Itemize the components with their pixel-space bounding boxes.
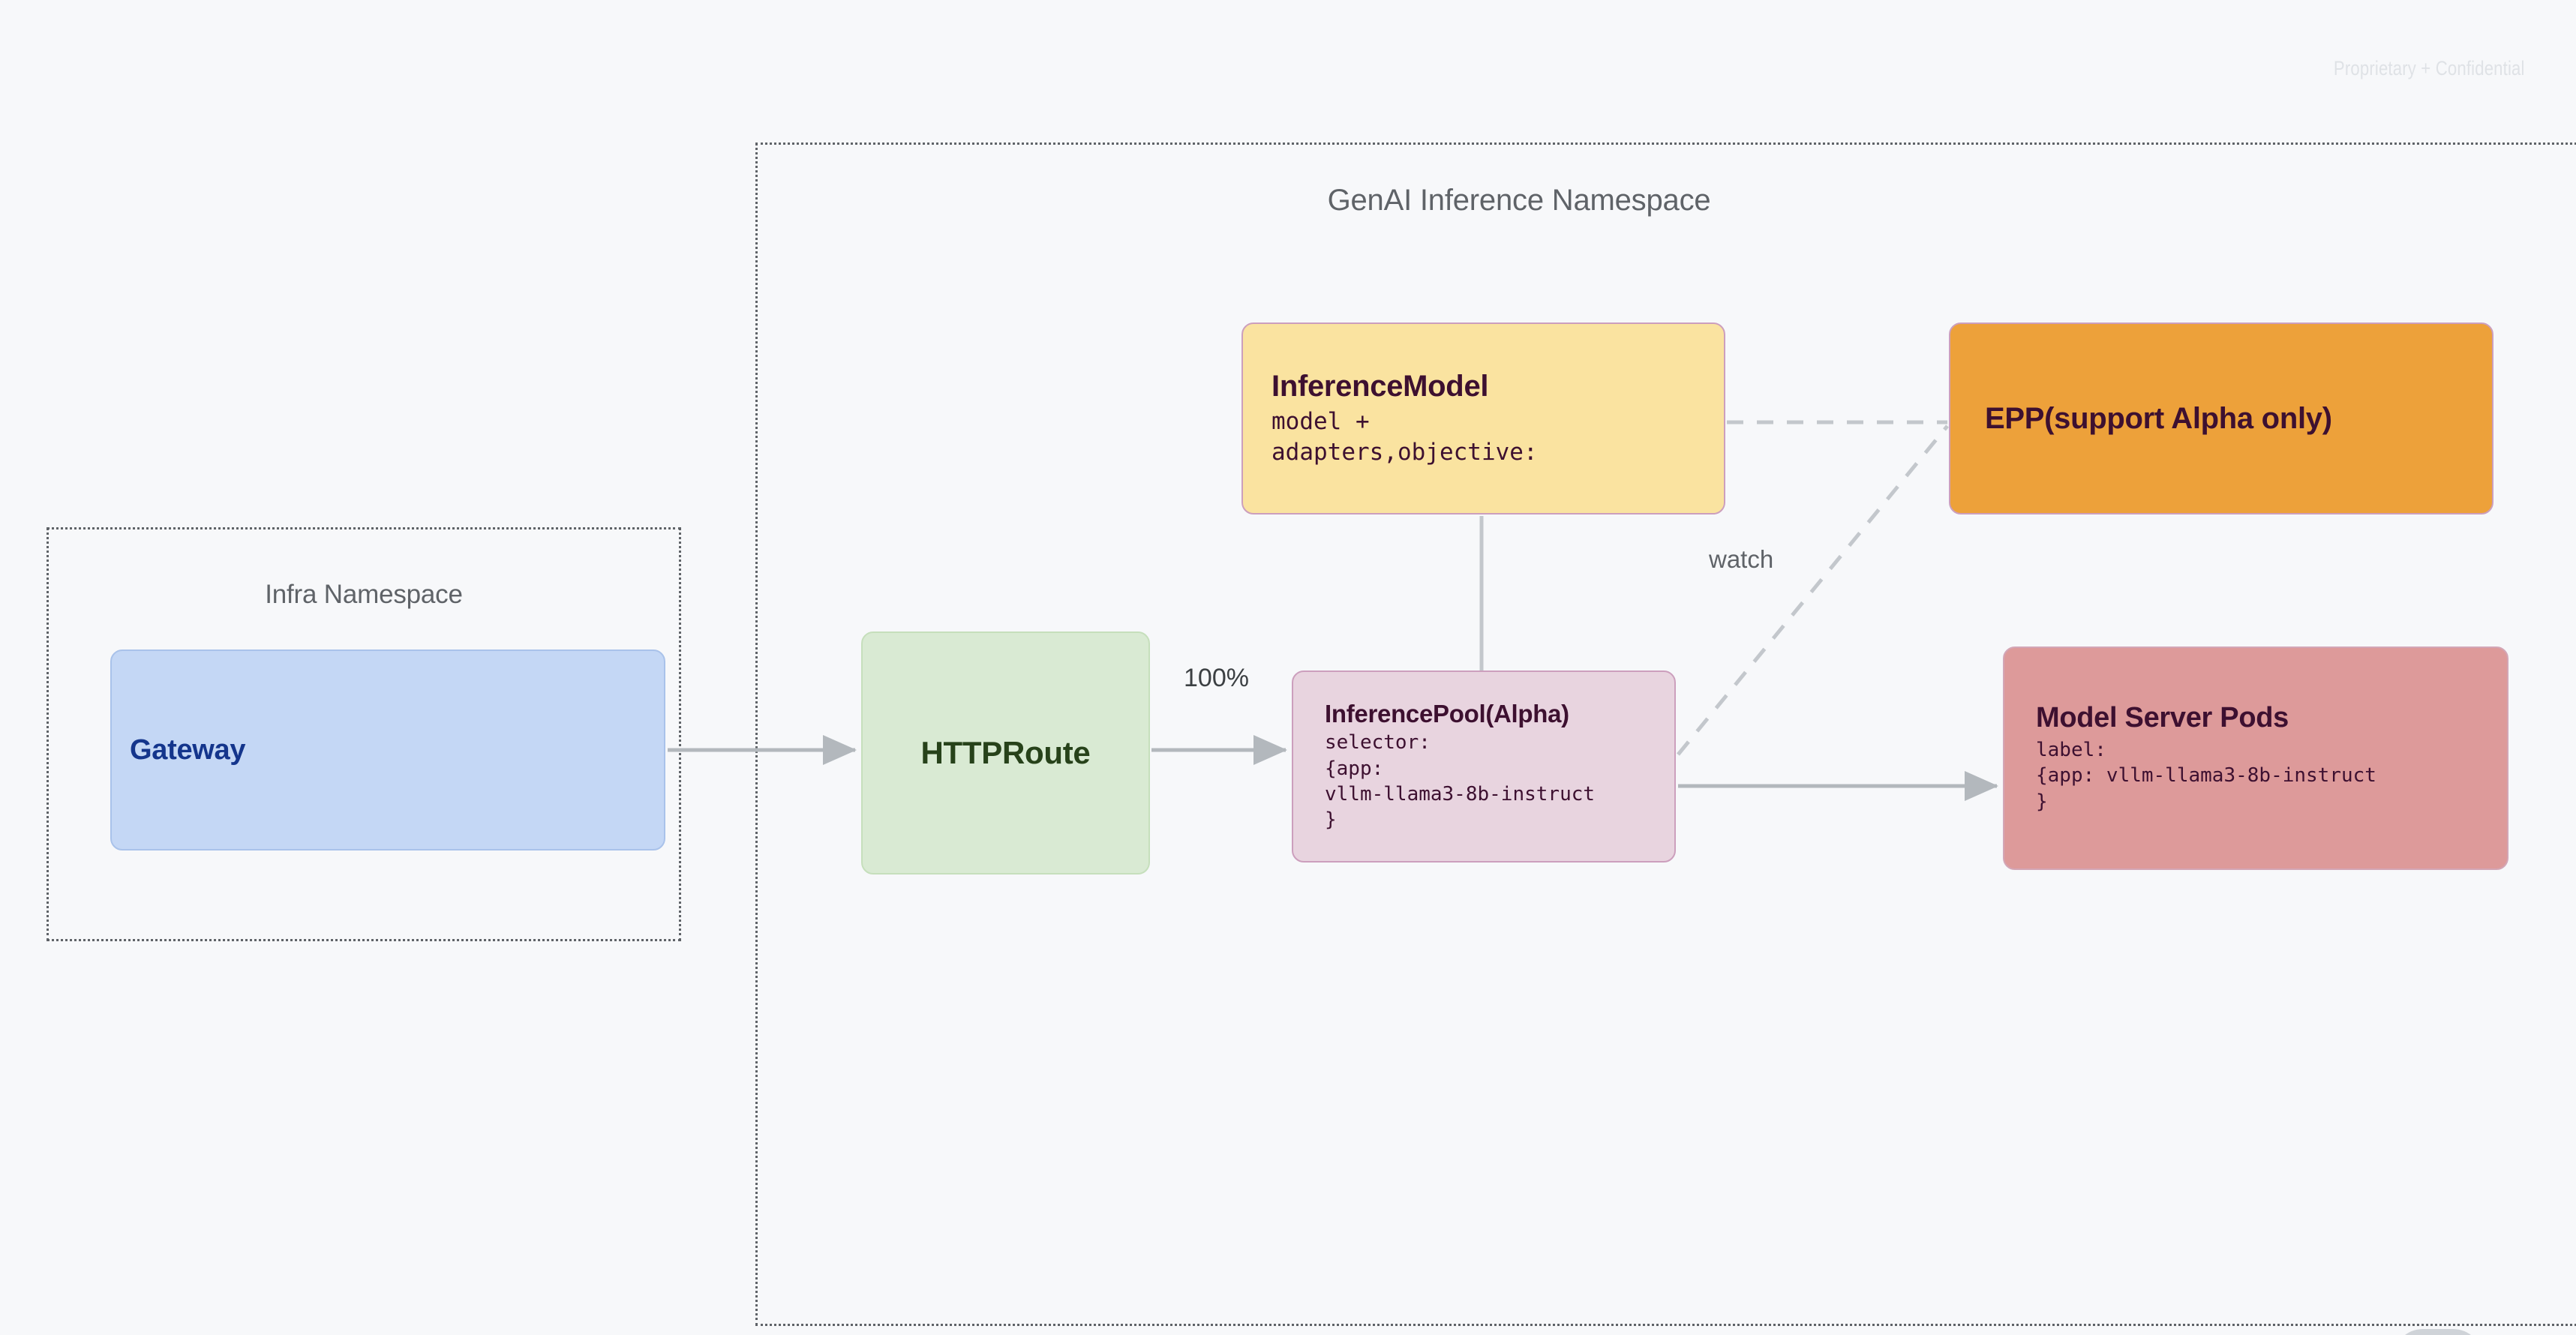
node-inference-model[interactable]: InferenceModel model + adapters,objectiv… — [1241, 322, 1725, 514]
infra-namespace-title: Infra Namespace — [265, 580, 463, 609]
epp-title: EPP(support Alpha only) — [1985, 401, 2332, 435]
genai-namespace-container: GenAI Inference Namespace — [755, 142, 2576, 1326]
model-server-pods-title: Model Server Pods — [2036, 702, 2289, 734]
node-httproute[interactable]: HTTPRoute — [861, 632, 1150, 874]
inference-pool-detail: selector: {app: vllm-llama3-8b-instruct … — [1325, 731, 1596, 832]
node-model-server-pods[interactable]: Model Server Pods label: {app: vllm-llam… — [2003, 646, 2508, 870]
model-server-pods-detail: label: {app: vllm-llama3-8b-instruct } — [2036, 739, 2376, 813]
inference-model-title: InferenceModel — [1271, 369, 1489, 403]
inference-model-detail: model + adapters,objective: — [1271, 407, 1538, 466]
httproute-title: HTTPRoute — [920, 735, 1091, 770]
node-gateway[interactable]: Gateway — [110, 650, 665, 850]
node-epp[interactable]: EPP(support Alpha only) — [1949, 322, 2493, 514]
genai-namespace-title: GenAI Inference Namespace — [1327, 184, 1711, 217]
gateway-title: Gateway — [130, 734, 246, 766]
edge-label-watch: watch — [1709, 545, 1774, 573]
edge-label-traffic-split: 100% — [1184, 664, 1249, 692]
cut-off-graphic — [2393, 1329, 2483, 1335]
inference-pool-title: InferencePool(Alpha) — [1325, 700, 1569, 728]
infra-namespace-container: Infra Namespace — [47, 527, 681, 941]
confidential-watermark: Proprietary + Confidential — [2334, 57, 2525, 80]
node-inference-pool[interactable]: InferencePool(Alpha) selector: {app: vll… — [1292, 670, 1676, 862]
